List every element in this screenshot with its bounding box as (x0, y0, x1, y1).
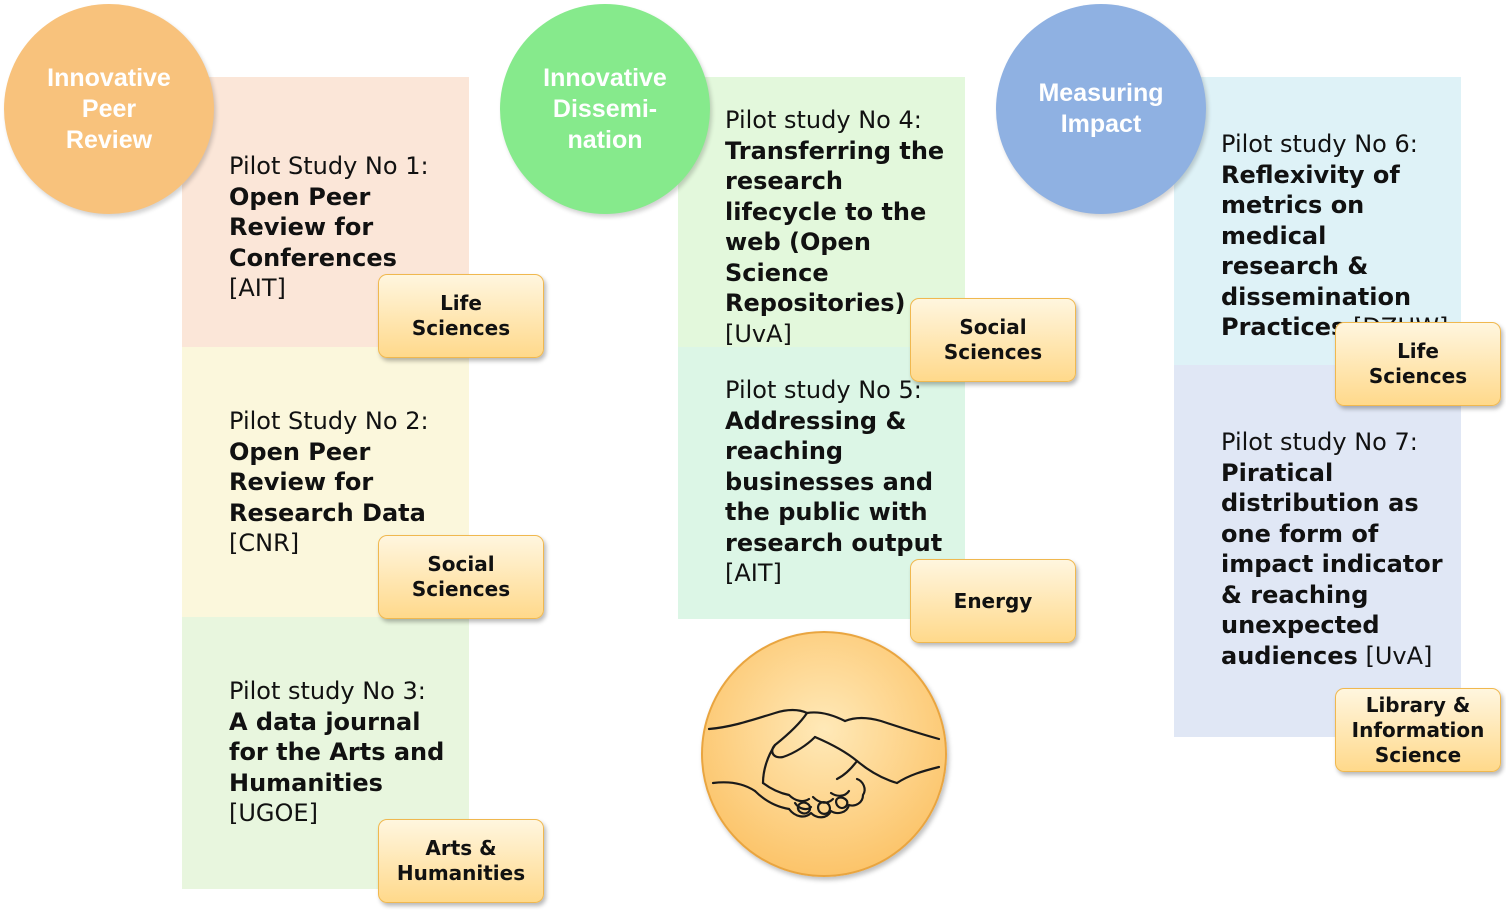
tag-library-information-science: Library & Information Science (1335, 688, 1501, 772)
handshake-icon (707, 708, 941, 819)
study-1-text: Pilot Study No 1: Open Peer Review for C… (229, 152, 429, 302)
circle-innovative-dissemination: Innovative Dissemi- nation (500, 4, 710, 214)
tag-arts-humanities: Arts & Humanities (378, 819, 544, 903)
tag-energy: Energy (910, 559, 1076, 643)
tag-social-sciences: Social Sciences (910, 298, 1076, 382)
study-7-text: Pilot study No 7: Piratical distribution… (1221, 428, 1443, 670)
study-5-text: Pilot study No 5: Addressing & reaching … (725, 376, 943, 587)
tag-life-sciences: Life Sciences (378, 274, 544, 358)
circle-innovative-peer-review: Innovative Peer Review (4, 4, 214, 214)
tag-life-sciences: Life Sciences (1335, 322, 1501, 406)
panel-study-7 (1174, 365, 1461, 737)
study-3-text: Pilot study No 3: A data journal for the… (229, 677, 445, 827)
study-2-text: Pilot Study No 2: Open Peer Review for R… (229, 407, 429, 557)
tag-social-sciences: Social Sciences (378, 535, 544, 619)
study-6-text: Pilot study No 6: Reflexivity of metrics… (1221, 130, 1448, 341)
panel-study-6 (1174, 77, 1461, 365)
study-4-text: Pilot study No 4: Transferring the resea… (725, 106, 945, 348)
handshake-badge (701, 631, 947, 877)
circle-measuring-impact: Measuring Impact (996, 4, 1206, 214)
